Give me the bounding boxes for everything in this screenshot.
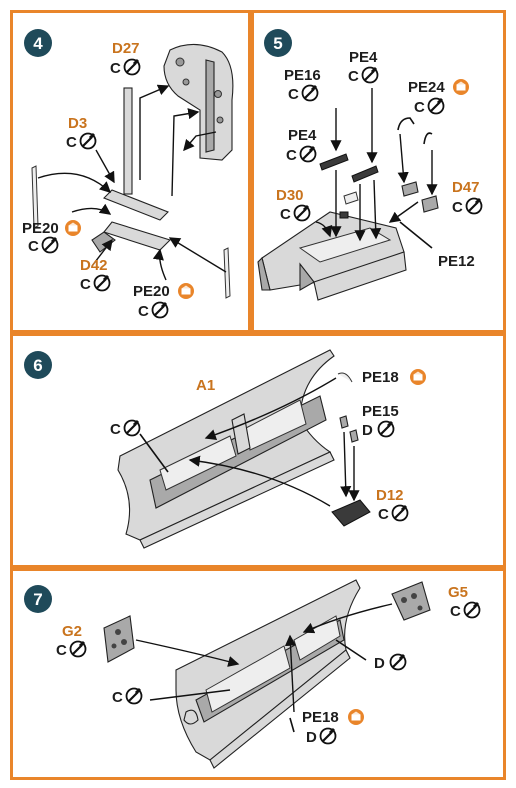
label-g2: G2 [62, 623, 82, 640]
step-7-badge: 7 [24, 585, 52, 613]
fuselage-half-a1 [117, 349, 335, 549]
photo-etch-icon [178, 283, 194, 299]
label-pe24: PE24 [408, 79, 445, 96]
pe4-part [351, 165, 379, 183]
color-d-pe18: D [306, 729, 317, 746]
color-c-step7: C [112, 689, 123, 706]
label-d47: D47 [452, 179, 480, 196]
pe15-part-a [339, 415, 349, 429]
step-4-badge: 4 [24, 29, 52, 57]
label-pe4-mid: PE4 [288, 127, 317, 144]
pe16-part [319, 153, 349, 171]
step-6-number: 6 [33, 356, 42, 375]
seat-frame-part [91, 87, 172, 253]
paint-brush-icon [151, 301, 169, 319]
color-c-pe20-left: C [28, 238, 39, 255]
pe20-rod-right [223, 247, 231, 299]
paint-brush-icon [319, 727, 337, 745]
paint-brush-icon [377, 420, 395, 438]
label-a1: A1 [196, 377, 215, 394]
color-c-pe16: C [288, 86, 299, 103]
paint-brush-icon [93, 274, 111, 292]
d47-part [401, 181, 419, 197]
pe4-small-part [343, 191, 359, 205]
paint-brush-icon [465, 197, 483, 215]
label-pe18-step7: PE18 [302, 709, 339, 726]
paint-brush-icon [463, 601, 481, 619]
color-c-d12: C [378, 506, 389, 523]
g2-part [103, 615, 135, 663]
label-d3: D3 [68, 115, 87, 132]
step-6-badge: 6 [24, 351, 52, 379]
label-pe20-right: PE20 [133, 283, 170, 300]
pe18-part-step7 [289, 717, 295, 733]
paint-brush-icon [123, 419, 141, 437]
color-c-pe4-mid: C [286, 147, 297, 164]
color-c-a1: C [110, 421, 121, 438]
label-pe20-left: PE20 [22, 220, 59, 237]
instrument-panel-part [257, 211, 407, 301]
paint-brush-icon [41, 236, 59, 254]
d12-part [331, 499, 371, 527]
label-d27: D27 [112, 40, 140, 57]
seat-back-part [163, 43, 234, 161]
paint-brush-icon [301, 84, 319, 102]
label-d12: D12 [376, 487, 404, 504]
paint-brush-icon [293, 204, 311, 222]
pe15-part-b [349, 429, 359, 443]
label-pe18-step6: PE18 [362, 369, 399, 386]
color-c-d3: C [66, 134, 77, 151]
step-7-number: 7 [33, 590, 42, 609]
label-pe4-top: PE4 [349, 49, 378, 66]
step-5-badge: 5 [264, 29, 292, 57]
pe20-rod-left [31, 165, 39, 229]
color-c-d27: C [110, 60, 121, 77]
paint-brush-icon [123, 58, 141, 76]
paint-brush-icon [427, 97, 445, 115]
pe18-part [337, 372, 353, 383]
color-c-g2: C [56, 642, 67, 659]
photo-etch-icon [453, 79, 469, 95]
paint-brush-icon [79, 132, 97, 150]
paint-brush-icon [69, 640, 87, 658]
color-d-step7: D [374, 655, 385, 672]
label-d42: D42 [80, 257, 108, 274]
step-5-number: 5 [273, 34, 282, 53]
color-c-g5: C [450, 603, 461, 620]
label-pe15: PE15 [362, 403, 399, 420]
label-d30: D30 [276, 187, 304, 204]
color-c-d42: C [80, 276, 91, 293]
label-pe16: PE16 [284, 67, 321, 84]
paint-brush-icon [361, 66, 379, 84]
color-c-d47: C [452, 199, 463, 216]
step-4-number: 4 [33, 34, 43, 53]
color-c-pe4-top: C [348, 68, 359, 85]
photo-etch-icon [348, 709, 364, 725]
label-g5: G5 [448, 584, 468, 601]
paint-brush-icon [389, 653, 407, 671]
d47-part-b [421, 195, 439, 213]
paint-brush-icon [299, 145, 317, 163]
color-c-pe20-right: C [138, 303, 149, 320]
photo-etch-icon [65, 220, 81, 236]
color-d-pe15: D [362, 422, 373, 439]
paint-brush-icon [391, 504, 409, 522]
color-c-pe24: C [414, 99, 425, 116]
color-c-d30: C [280, 206, 291, 223]
label-pe12: PE12 [438, 253, 475, 270]
paint-brush-icon [125, 687, 143, 705]
photo-etch-icon [410, 369, 426, 385]
g5-part [391, 581, 431, 621]
